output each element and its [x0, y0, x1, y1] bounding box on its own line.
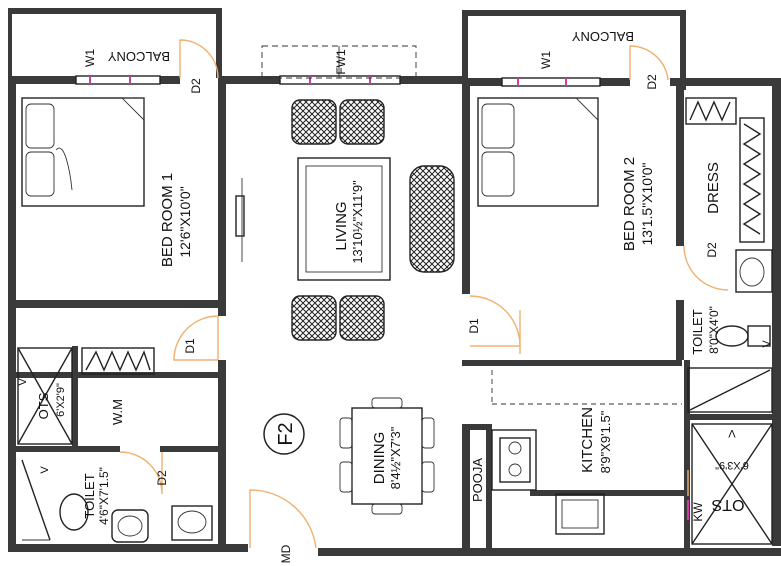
unit-tag: F2	[263, 413, 305, 455]
w1-left-label: W1	[83, 49, 97, 67]
dining-label: DINING	[371, 432, 388, 485]
d1-bed-2-label: D1	[467, 318, 481, 334]
bed-1-icon	[21, 97, 145, 207]
ots-1-label: OTS	[36, 392, 51, 419]
v-toilet-1-label: V	[39, 466, 51, 474]
toilet-2-size: 8'0"X4'0"	[707, 306, 721, 354]
d2-balcony-2-label: D2	[645, 74, 659, 90]
bedroom-1-size: 12'6"X10'0"	[177, 186, 193, 257]
md-label: MD	[279, 544, 293, 563]
tv-icon	[235, 178, 245, 262]
doors	[119, 39, 729, 549]
living-size: 13'10½"X11'9"	[350, 180, 365, 264]
living-chair-icon	[291, 99, 455, 341]
d2-balcony-1-label: D2	[189, 78, 203, 94]
ots-box	[17, 347, 773, 545]
kitchen-size: 8'9"X9'1.5"	[598, 410, 613, 473]
v-ots-2-label: V	[728, 427, 736, 439]
toilet-1-label: TOILET	[82, 473, 97, 518]
v-toilet-2-label: V	[761, 340, 773, 348]
wm-label: W.M	[110, 399, 125, 425]
bedroom-2-label: BED ROOM 2	[621, 157, 638, 251]
furniture	[17, 97, 773, 545]
toilet-2-label: TOILET	[690, 309, 705, 354]
v-ots-1-label: V	[17, 378, 29, 386]
living-label: LIVING	[333, 201, 350, 250]
toilet-1-size: 4'6"X7'1.5"	[97, 467, 111, 525]
toilet-fixtures	[21, 249, 773, 543]
dress-label: DRESS	[705, 162, 722, 214]
dining-table-icon	[339, 397, 435, 515]
walls	[8, 8, 781, 556]
bedroom-2-size: 13'1.5"X10'0"	[639, 162, 655, 245]
opening-labels: W1 W1 FW1 D2 D2 D1 D1 D2 D2 MD KW V V V …	[17, 49, 773, 564]
bedroom-1-label: BED ROOM 1	[159, 173, 176, 267]
unit-tag-label: F2	[275, 422, 297, 445]
kw-label: KW	[691, 502, 705, 522]
d2-toilet-1-label: D2	[155, 470, 169, 486]
fw1-label: FW1	[334, 49, 348, 75]
d2-dress-label: D2	[705, 242, 719, 258]
room-labels: BALCONY BALCONY BED ROOM 1 12'6"X10'0" L…	[36, 29, 749, 525]
dining-size: 8'4½"X7'3"	[388, 426, 403, 489]
bed-2-icon	[477, 97, 599, 207]
d1-bed-1-label: D1	[183, 338, 197, 354]
wardrobe-icon	[81, 97, 765, 375]
pooja-label: POOJA	[470, 458, 485, 502]
ots-1-size: 6'X2'9"	[55, 383, 67, 417]
w1-right-label: W1	[539, 51, 553, 69]
living-rug	[297, 157, 391, 281]
kitchen-label: KITCHEN	[579, 407, 596, 473]
kitchen-fixtures	[491, 370, 682, 535]
windows	[75, 45, 689, 520]
balcony-1-label: BALCONY	[108, 49, 170, 64]
ots-2-label: OTS	[712, 496, 745, 513]
ots-2-size: 6'X3'9"	[715, 459, 749, 471]
balcony-2-label: BALCONY	[572, 29, 634, 44]
